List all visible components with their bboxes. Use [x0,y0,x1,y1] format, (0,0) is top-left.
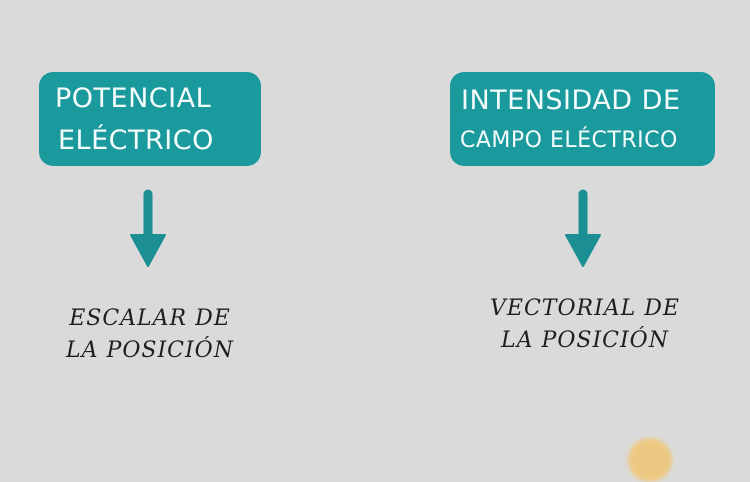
box-title-line1: POTENCIAL [55,82,212,114]
potencial-electrico-box: POTENCIAL ELÉCTRICO [39,72,261,166]
vectorial-result-text: VECTORIAL DE LA POSICIÓN [472,293,698,357]
decorative-circle [628,438,672,482]
arrow-down-icon [565,189,601,267]
intensidad-campo-electrico-box: INTENSIDAD DE CAMPO ELÉCTRICO [450,72,715,166]
result-line2: LA POSICIÓN [501,328,669,353]
escalar-result-text: ESCALAR DE LA POSICIÓN [52,303,248,367]
arrow-down-icon [130,189,166,267]
box-title-line1: INTENSIDAD DE [461,84,681,116]
box-title-line2: CAMPO ELÉCTRICO [460,127,678,153]
result-line1: VECTORIAL DE [490,296,680,321]
result-line1: ESCALAR DE [69,306,231,331]
box-title-line2: ELÉCTRICO [58,124,214,156]
result-line2: LA POSICIÓN [66,338,234,363]
